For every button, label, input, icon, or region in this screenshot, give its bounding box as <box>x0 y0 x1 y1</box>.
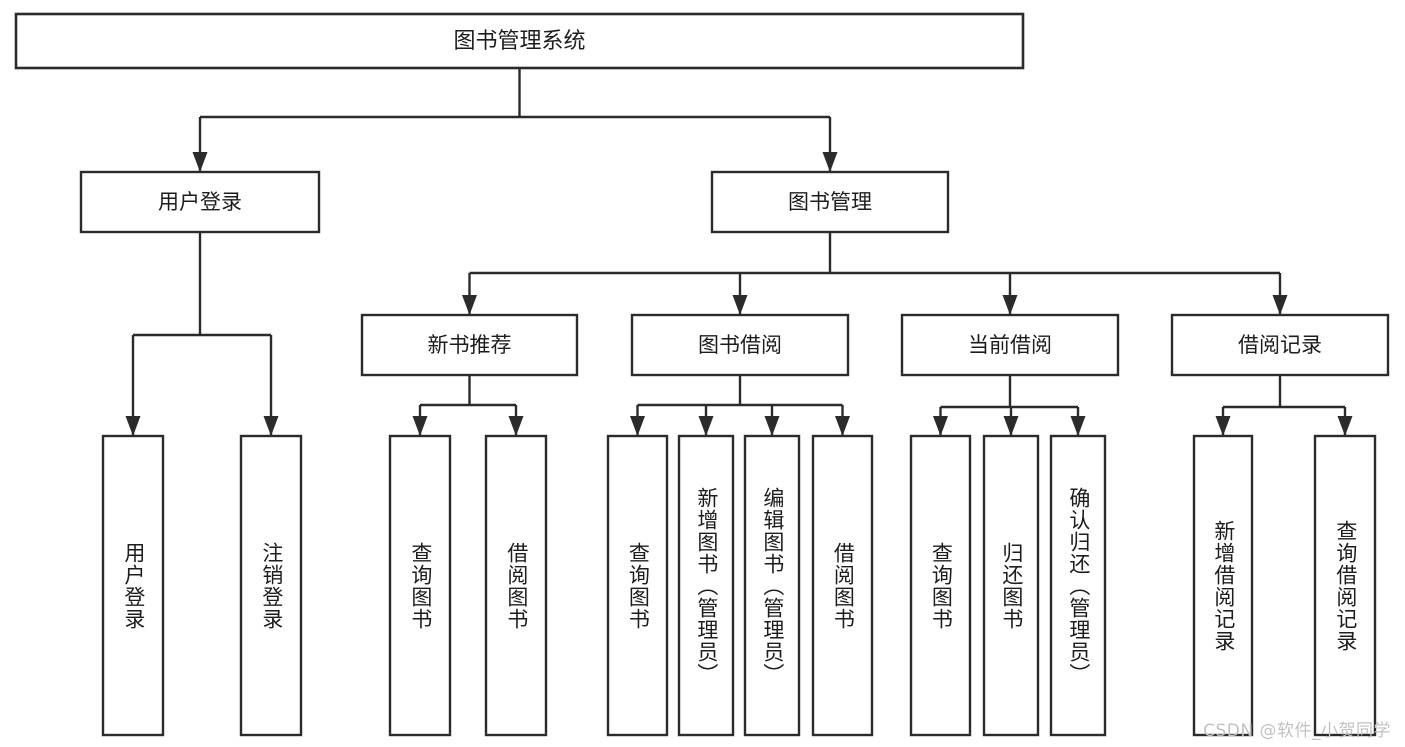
arrow-head-icon <box>1272 295 1288 315</box>
node-box-n-current-borrow[interactable] <box>900 313 1120 377</box>
node-box-l-cb-confirm[interactable] <box>1049 434 1107 737</box>
node-box-n-book-borrow[interactable] <box>630 313 850 377</box>
node-box-l-nbr-borrow[interactable] <box>484 434 548 737</box>
arrow-head-icon <box>630 416 645 436</box>
node-box-n-book-mgmt[interactable] <box>710 170 950 234</box>
arrow-head-icon <box>192 152 208 172</box>
arrow-head-icon <box>933 416 948 436</box>
node-box-l-bb-borrow[interactable] <box>811 434 874 737</box>
arrow-head-icon <box>822 152 838 172</box>
node-label-root: 图书管理系统 <box>453 29 585 54</box>
node-box-l-bb-add[interactable] <box>677 434 735 737</box>
node-box-l-user-login[interactable] <box>101 434 165 737</box>
arrow-head-icon <box>1002 295 1018 315</box>
node-label-n-new-book-rec: 新书推荐 <box>428 333 512 357</box>
arrow-head-icon <box>698 416 714 436</box>
node-label-n-borrow-record: 借阅记录 <box>1238 333 1322 357</box>
arrow-head-icon <box>263 416 279 436</box>
node-box-l-bb-edit[interactable] <box>743 434 801 737</box>
node-label-n-user-login: 用户登录 <box>158 190 242 214</box>
arrow-head-icon <box>462 295 477 315</box>
arrow-head-icon <box>1070 416 1086 436</box>
connector-layer <box>125 68 1353 436</box>
node-label-n-current-borrow: 当前借阅 <box>968 333 1052 357</box>
node-box-l-nbr-query[interactable] <box>388 434 452 737</box>
node-box-root[interactable] <box>14 12 1025 70</box>
arrow-head-icon <box>1215 416 1231 436</box>
node-box-l-br-add[interactable] <box>1192 434 1254 737</box>
node-box-n-new-book-rec[interactable] <box>360 313 579 377</box>
node-box-l-cb-return[interactable] <box>982 434 1040 737</box>
node-box-l-logout[interactable] <box>239 434 303 737</box>
node-label-n-book-mgmt: 图书管理 <box>788 190 872 214</box>
node-box-layer <box>14 12 1390 737</box>
node-box-l-bb-query[interactable] <box>606 434 669 737</box>
node-box-l-cb-query[interactable] <box>909 434 972 737</box>
node-box-n-user-login[interactable] <box>79 170 321 234</box>
arrow-head-icon <box>412 416 428 436</box>
node-label-n-book-borrow: 图书借阅 <box>698 333 782 357</box>
arrow-head-icon <box>732 295 748 315</box>
node-box-l-br-query[interactable] <box>1313 434 1377 737</box>
arrow-head-icon <box>764 416 780 436</box>
arrow-head-icon <box>1337 416 1353 436</box>
arrow-head-icon <box>835 416 850 436</box>
arrow-head-icon <box>125 416 141 436</box>
arrow-head-icon <box>508 416 524 436</box>
node-box-n-borrow-record[interactable] <box>1170 313 1390 377</box>
arrow-head-icon <box>1003 416 1019 436</box>
